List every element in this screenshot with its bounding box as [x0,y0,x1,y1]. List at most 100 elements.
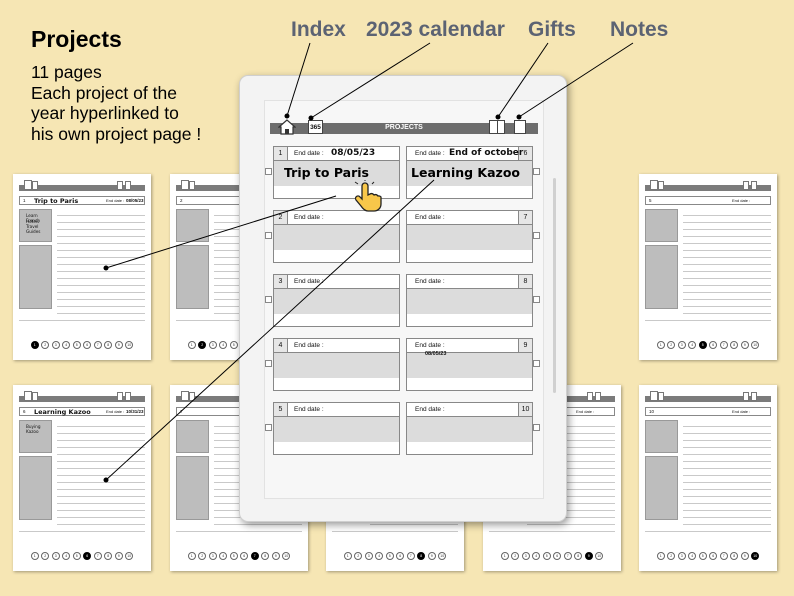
pager-dot[interactable]: 10 [125,341,134,349]
card-link-checkbox[interactable] [265,360,272,367]
pager-dot[interactable]: 10 [438,552,447,560]
pager-dot[interactable]: 4 [62,552,71,560]
pager-dot[interactable]: 2 [354,552,363,560]
pager-dot[interactable]: 1 [187,552,196,560]
pager-dot[interactable]: 1 [343,552,352,560]
card-link-checkbox[interactable] [265,168,272,175]
pager-dot[interactable]: 8 [574,552,583,560]
pager-dot[interactable]: 5 [72,341,81,349]
pager-dot[interactable]: 4 [219,341,228,349]
notes-icon[interactable] [514,120,526,134]
pager-dot[interactable]: 5 [229,341,238,349]
pager-dot[interactable]: 8 [104,341,113,349]
pager-dot[interactable]: 7 [406,552,415,560]
card-link-checkbox[interactable] [265,232,272,239]
pager-dot[interactable]: 9 [114,341,123,349]
pager-dot[interactable]: 8 [104,552,113,560]
pager-dot[interactable]: 3 [208,341,217,349]
pager-dot[interactable]: 2 [198,552,207,560]
pager-dot[interactable]: 9 [740,552,749,560]
pager-dot[interactable]: 7 [719,341,728,349]
pager-dot[interactable]: 4 [375,552,384,560]
pager-dot[interactable]: 6 [709,341,718,349]
pager-dot[interactable]: 8 [417,552,426,560]
pager-dot[interactable]: 4 [688,341,697,349]
pager-dot[interactable]: 6 [240,552,249,560]
scrollbar[interactable] [553,178,556,393]
pager-dot[interactable]: 7 [563,552,572,560]
home-index-icon[interactable] [277,119,297,135]
pager-dot[interactable]: 2 [198,341,207,349]
pager-dot[interactable]: 2 [41,341,50,349]
pager-dot[interactable]: 1 [656,341,665,349]
pager-dot[interactable]: 8 [730,552,739,560]
pager-dot[interactable]: 5 [72,552,81,560]
pager-dot[interactable]: 3 [677,552,686,560]
pager-dot[interactable]: 2 [667,341,676,349]
pager-dot[interactable]: 8 [730,341,739,349]
pager-dot[interactable]: 2 [511,552,520,560]
card-link-checkbox[interactable] [533,232,540,239]
pager-dot[interactable]: 10 [282,552,291,560]
pager-dot[interactable]: 8 [261,552,270,560]
pager-dot[interactable]: 5 [542,552,551,560]
card-link-checkbox[interactable] [265,424,272,431]
pager-dot[interactable]: 1 [30,552,39,560]
pager-dot[interactable]: 10 [125,552,134,560]
pager-dot[interactable]: 10 [595,552,604,560]
card-link-checkbox[interactable] [265,296,272,303]
pager-dot[interactable]: 6 [396,552,405,560]
calendar-icon[interactable]: 365 [308,120,323,134]
pager-dot[interactable]: 1 [30,341,39,349]
card-link-checkbox[interactable] [533,296,540,303]
card-link-checkbox[interactable] [533,168,540,175]
pager-dot[interactable]: 9 [271,552,280,560]
pager-dot[interactable]: 3 [208,552,217,560]
pager-dot[interactable]: 6 [83,552,92,560]
pager-dot[interactable]: 1 [500,552,509,560]
pager-dot[interactable]: 4 [688,552,697,560]
card-link-checkbox[interactable] [533,360,540,367]
pager-dot[interactable]: 4 [219,552,228,560]
pager-dot[interactable]: 1 [656,552,665,560]
pager-dot[interactable]: 2 [41,552,50,560]
pager-dot[interactable]: 6 [553,552,562,560]
pager-dot[interactable]: 5 [385,552,394,560]
pager-dot[interactable]: 4 [532,552,541,560]
pager-dot[interactable]: 9 [740,341,749,349]
pager-dot[interactable]: 6 [83,341,92,349]
thumb-project-number: 5 [649,198,652,203]
pager-dot[interactable]: 10 [751,552,760,560]
pager-dot[interactable]: 3 [51,552,60,560]
pager-dot[interactable]: 7 [93,552,102,560]
pager-dot[interactable]: 7 [93,341,102,349]
pager-dot[interactable]: 5 [698,341,707,349]
pager-dot[interactable]: 3 [51,341,60,349]
pager-dot[interactable]: 7 [719,552,728,560]
pager-dot[interactable]: 5 [229,552,238,560]
pager-dot[interactable]: 2 [667,552,676,560]
pager-dot[interactable]: 3 [521,552,530,560]
pager-dot[interactable]: 9 [584,552,593,560]
pager-dot[interactable]: 4 [62,341,71,349]
pager-dot[interactable]: 3 [364,552,373,560]
pager-dot[interactable]: 10 [751,341,760,349]
pager-dot[interactable]: 3 [677,341,686,349]
pager-dot[interactable]: 9 [427,552,436,560]
card-link-checkbox[interactable] [533,424,540,431]
pager-dot[interactable]: 7 [250,552,259,560]
pager-dot[interactable]: 1 [187,341,196,349]
pager-dot[interactable]: 5 [698,552,707,560]
pager-dot[interactable]: 6 [709,552,718,560]
pager-dot[interactable]: 9 [114,552,123,560]
